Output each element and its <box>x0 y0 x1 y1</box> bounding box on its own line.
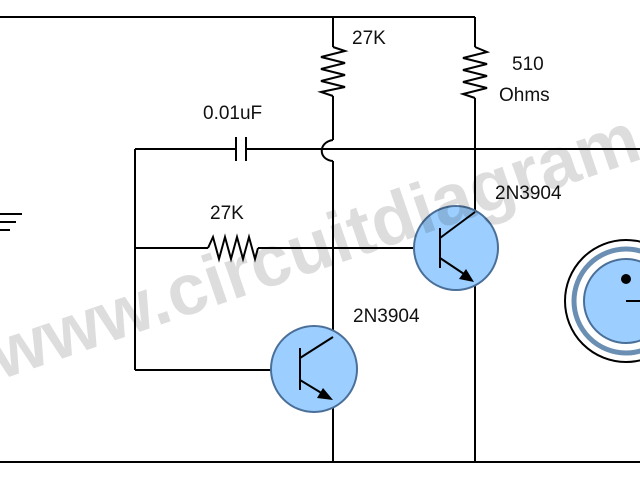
q-upper-label: 2N3904 <box>495 183 562 204</box>
r-feedback-label: 27K <box>210 203 244 224</box>
resistor-icon <box>459 46 491 99</box>
resistor-icon <box>207 233 259 263</box>
capacitor-icon <box>235 137 247 161</box>
resistor-icon <box>317 46 349 97</box>
capacitor-label: 0.01uF <box>203 103 262 124</box>
ground-icon <box>0 213 22 231</box>
npn-transistor-icon <box>270 325 358 413</box>
q-lower-label: 2N3904 <box>353 306 420 327</box>
r-top-label: 27K <box>352 28 386 49</box>
r-collector-unit-label: Ohms <box>499 85 550 106</box>
npn-transistor-icon <box>413 205 499 291</box>
r-collector-label: 510 <box>512 54 544 75</box>
lamp-icon <box>564 239 640 363</box>
